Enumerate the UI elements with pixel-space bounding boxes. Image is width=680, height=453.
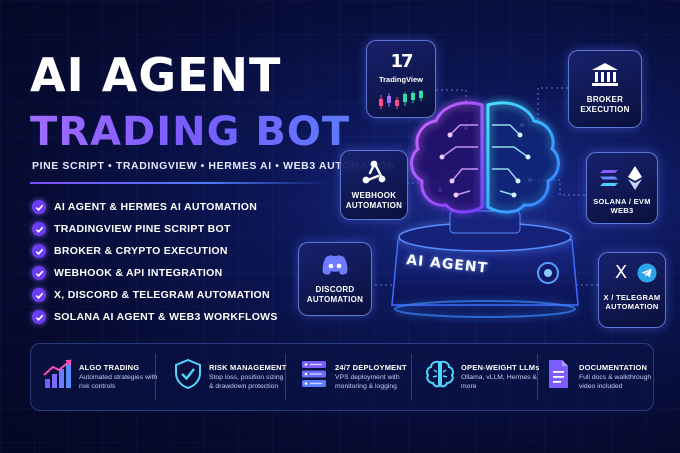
bottom-item-title: ALGO TRADING xyxy=(79,363,140,372)
divider xyxy=(155,354,156,400)
server-icon xyxy=(302,361,326,387)
bottom-item-title: DOCUMENTATION xyxy=(579,363,648,372)
shield-check-icon xyxy=(175,358,201,390)
check-icon xyxy=(32,310,46,324)
telegram-card: X X / TELEGRAM AUTOMATION xyxy=(598,252,666,328)
feature-label: WEBHOOK & API INTEGRATION xyxy=(54,267,223,279)
check-icon xyxy=(32,244,46,258)
tradingview-logo-icon: 17 xyxy=(390,51,413,72)
telegram-icon xyxy=(637,263,657,283)
feature-label: AI AGENT & HERMES AI AUTOMATION xyxy=(54,201,258,213)
solana-label-line2: WEB3 xyxy=(610,206,634,216)
webhook-label: WEBHOOK AUTOMATION xyxy=(341,191,407,211)
feature-item: BROKER & CRYPTO EXECUTION xyxy=(32,242,228,260)
feature-label: X, DISCORD & TELEGRAM AUTOMATION xyxy=(54,289,270,301)
solana-card: SOLANA / EVM WEB3 xyxy=(586,152,658,224)
telegram-label-line1: X / TELEGRAM xyxy=(603,293,661,302)
feature-label: BROKER & CRYPTO EXECUTION xyxy=(54,245,228,257)
feature-item: TRADINGVIEW PINE SCRIPT BOT xyxy=(32,220,231,238)
solana-icon xyxy=(600,170,618,186)
growth-chart-icon xyxy=(43,359,72,388)
divider xyxy=(537,354,538,400)
discord-label-line2: AUTOMATION xyxy=(306,295,364,304)
bank-icon xyxy=(592,63,618,86)
x-logo-icon: X xyxy=(614,262,628,283)
bottom-item-risk-management: RISK MANAGEMENT Stop loss, position sizi… xyxy=(161,344,287,410)
feature-item: X, DISCORD & TELEGRAM AUTOMATION xyxy=(32,286,270,304)
broker-card: BROKER EXECUTION xyxy=(568,50,642,128)
webhook-card: WEBHOOK AUTOMATION xyxy=(340,150,408,220)
solana-label: SOLANA / EVM WEB3 xyxy=(587,197,657,216)
bottom-item-algo-trading: ALGO TRADING Automated strategies with r… xyxy=(31,344,157,410)
platform-glow xyxy=(394,300,576,318)
document-icon xyxy=(549,360,568,388)
broker-label-line1: BROKER xyxy=(586,95,624,104)
bottom-item-desc: Automated strategies with risk controls xyxy=(79,374,158,390)
feature-label: TRADINGVIEW PINE SCRIPT BOT xyxy=(54,223,231,235)
brain-right-half xyxy=(486,101,560,214)
webhook-icon xyxy=(362,160,386,184)
telegram-label-line2: AUTOMATION xyxy=(605,302,659,312)
bottom-item-desc: Full docs & walkthrough video included xyxy=(579,374,652,390)
brain-stand xyxy=(449,210,521,234)
title-line2: TRADING BOT xyxy=(30,109,351,155)
bottom-feature-bar: ALGO TRADING Automated strategies with r… xyxy=(30,343,654,411)
discord-label: DISCORD AUTOMATION xyxy=(299,285,371,305)
telegram-label: X / TELEGRAM AUTOMATION xyxy=(599,293,665,312)
divider xyxy=(411,354,412,400)
bottom-item-documentation: DOCUMENTATION Full docs & walkthrough vi… xyxy=(531,344,653,410)
broker-label: BROKER EXECUTION xyxy=(569,95,641,115)
bottom-item-title: 24/7 DEPLOYMENT xyxy=(335,363,407,372)
bottom-item-llms: OPEN-WEIGHT LLMs Ollama, vLLM, Hermes & … xyxy=(413,344,540,410)
title-line1: AI AGENT xyxy=(30,48,282,102)
discord-card: DISCORD AUTOMATION xyxy=(298,242,372,316)
feature-label: SOLANA AI AGENT & WEB3 WORKFLOWS xyxy=(54,311,278,323)
broker-label-line2: EXECUTION xyxy=(580,105,630,114)
bottom-item-desc: Ollama, vLLM, Hermes & more xyxy=(461,374,537,390)
webhook-label-line1: WEBHOOK xyxy=(351,191,397,200)
brain-icon xyxy=(426,360,454,388)
ai-agent-platform xyxy=(391,101,579,318)
connector-webhook xyxy=(407,182,441,190)
feature-item: AI AGENT & HERMES AI AUTOMATION xyxy=(32,198,257,216)
feature-item: WEBHOOK & API INTEGRATION xyxy=(32,264,223,282)
candlestick-icon xyxy=(379,90,423,109)
ethereum-icon xyxy=(628,166,642,190)
check-icon xyxy=(32,288,46,302)
tradingview-label: TradingView xyxy=(378,75,424,84)
subtitle: PINE SCRIPT • TRADINGVIEW • HERMES AI • … xyxy=(32,160,396,172)
check-icon xyxy=(32,200,46,214)
tradingview-card: 17 TradingView xyxy=(366,40,436,118)
discord-label-line1: DISCORD xyxy=(315,285,355,294)
bottom-item-title: RISK MANAGEMENT xyxy=(209,363,287,372)
bottom-item-desc: Stop loss, position sizing & drawdown pr… xyxy=(209,374,284,390)
brain-left-half xyxy=(410,101,484,214)
feature-item: SOLANA AI AGENT & WEB3 WORKFLOWS xyxy=(32,308,278,326)
check-icon xyxy=(32,222,46,236)
webhook-label-line2: AUTOMATION xyxy=(345,201,403,210)
check-icon xyxy=(32,266,46,280)
solana-label-line1: SOLANA / EVM xyxy=(593,197,651,206)
discord-icon xyxy=(322,255,348,275)
bottom-item-desc: VPS deployment with monitoring & logging xyxy=(335,374,400,390)
subtitle-underline xyxy=(30,182,328,184)
bottom-item-title: OPEN-WEIGHT LLMs xyxy=(461,363,540,372)
divider xyxy=(285,354,286,400)
bottom-item-deployment: 24/7 DEPLOYMENT VPS deployment with moni… xyxy=(287,344,411,410)
